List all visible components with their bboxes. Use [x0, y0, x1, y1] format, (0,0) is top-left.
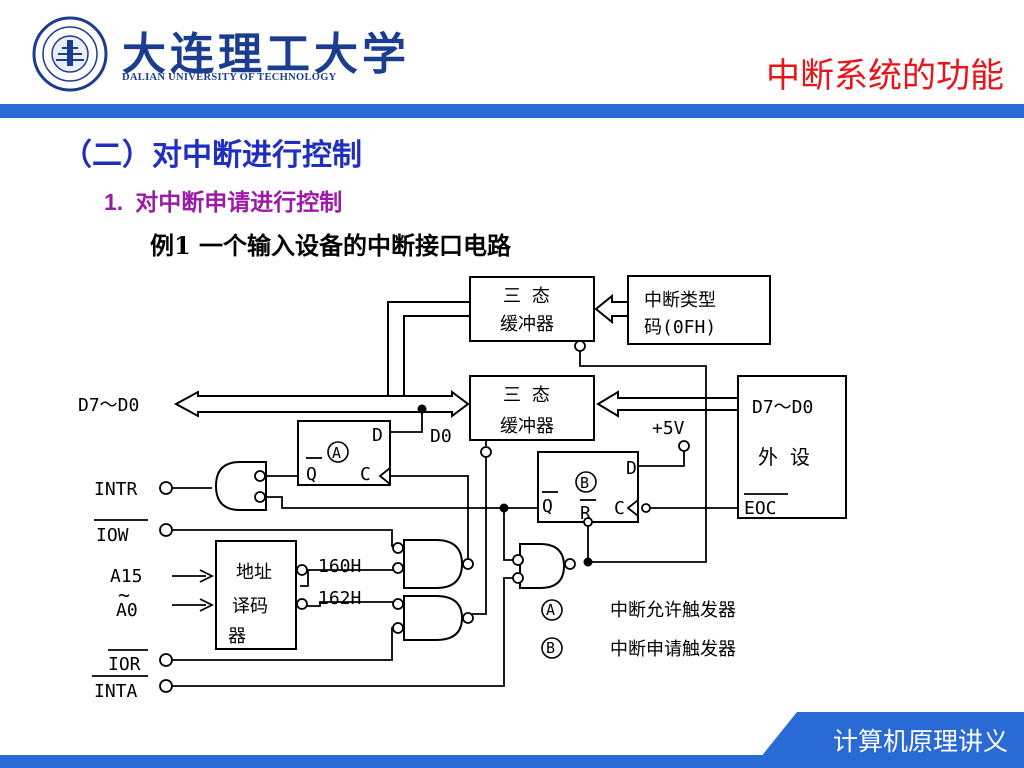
- sub-heading: 1. 对中断申请进行控制: [104, 183, 342, 217]
- top-buffer-bus: [387, 301, 470, 396]
- footer-bar: [0, 755, 1024, 768]
- inta-label: INTA: [94, 681, 138, 702]
- tilde-label: ~: [118, 583, 130, 607]
- ff-b-q-label: Q: [542, 496, 553, 517]
- bus-lines: [173, 293, 739, 418]
- footer-course-title: 计算机原理讲义: [832, 727, 1008, 756]
- external-device-box: [737, 375, 847, 519]
- nand-gate-ack: [519, 543, 566, 589]
- nand-gate-write: [403, 539, 464, 589]
- address-160h: 160H: [318, 556, 361, 577]
- ior-label: IOR: [108, 654, 141, 675]
- external-device-label: 外 设: [758, 445, 810, 469]
- section-heading: （二）对中断进行控制: [62, 138, 362, 173]
- iow-label: IOW: [96, 525, 129, 546]
- tristate-buffer-top: [469, 276, 595, 342]
- device-bus: [596, 390, 739, 418]
- buffer-top-label-1: 三 态: [503, 286, 550, 307]
- slide-title: 中断系统的功能: [766, 56, 1004, 96]
- decoder-label-3: 器: [228, 626, 246, 647]
- example-title: 例1 一个输入设备的中断接口电路: [150, 231, 512, 260]
- university-name-cn: 大连理工大学: [122, 29, 410, 80]
- legend-text-b: 中断申请触发器: [610, 639, 736, 660]
- slide-header: 大连理工大学 DALIAN UNIVERSITY OF TECHNOLOGY 中…: [0, 0, 1024, 104]
- header-divider-bar: [0, 104, 1024, 118]
- bus-label: D7～D0: [78, 395, 139, 416]
- type-code-label-2: 码(0FH): [644, 317, 716, 338]
- buffer-top-label-2: 缓冲器: [500, 314, 554, 335]
- ff-b-mark: B: [580, 474, 589, 492]
- ff-b-c-label: C: [614, 498, 625, 519]
- sub-heading-text: 对中断申请进行控制: [135, 189, 343, 216]
- ff-a-mark: A: [332, 444, 341, 462]
- eoc-label: EOC: [744, 498, 777, 519]
- legend-mark-b: B: [546, 639, 555, 657]
- ff-a-d-label: D: [372, 425, 383, 446]
- ff-a-c-label: C: [360, 464, 371, 485]
- interrupt-interface-circuit: 三 态 缓冲器 中断类型 码(0FH) 三 态 缓冲器 D7～D0 外 设 EO…: [78, 275, 847, 702]
- a0-label: A0: [116, 600, 138, 621]
- a15-label: A15: [110, 566, 143, 587]
- type-code-label-1: 中断类型: [644, 290, 716, 311]
- and-gate-intr: [214, 461, 267, 511]
- plus5v-label: +5V: [652, 418, 685, 439]
- buffer-mid-label-2: 缓冲器: [500, 416, 554, 437]
- type-code-box: [627, 275, 771, 345]
- decoder-label-2: 译码: [232, 596, 268, 617]
- tristate-buffer-mid: [469, 375, 595, 441]
- ff-a-q-label: Q: [306, 464, 317, 485]
- flip-flop-a: [297, 420, 391, 486]
- footer-tab: [760, 712, 1024, 758]
- decoder-label-1: 地址: [236, 562, 272, 583]
- ff-b-d-label: D: [626, 458, 637, 479]
- legend-mark-a: A: [546, 601, 555, 619]
- university-name-en: DALIAN UNIVERSITY OF TECHNOLOGY: [122, 72, 337, 83]
- address-162h: 162H: [318, 588, 361, 609]
- university-seal-logo: [32, 16, 108, 92]
- ff-b-r-label: R: [580, 503, 591, 524]
- d0-label: D0: [430, 426, 452, 447]
- sub-heading-number: 1.: [104, 189, 124, 215]
- nand-gate-read: [403, 595, 464, 641]
- type-code-bus: [594, 293, 628, 325]
- data-bus-arrow: [173, 390, 470, 418]
- buffer-mid-label-1: 三 态: [503, 385, 550, 406]
- legend-text-a: 中断允许触发器: [610, 600, 736, 621]
- external-data-label: D7～D0: [752, 397, 813, 418]
- intr-label: INTR: [94, 479, 138, 500]
- address-decoder: [215, 540, 297, 650]
